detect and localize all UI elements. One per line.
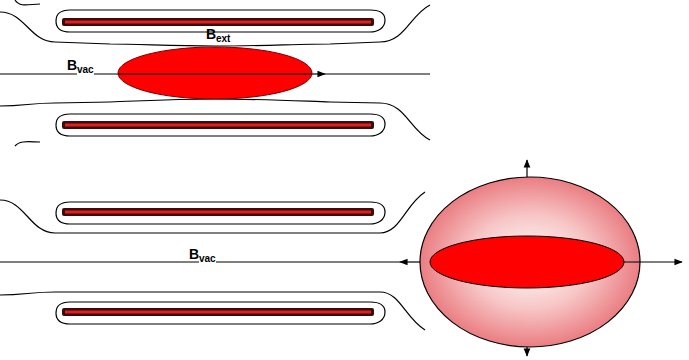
expansion-arrows bbox=[400, 160, 682, 356]
field-subscript: vac bbox=[77, 65, 94, 75]
field-symbol: B bbox=[67, 58, 77, 72]
plasma-ellipse bbox=[118, 47, 312, 99]
field-lines bbox=[0, 0, 430, 330]
field-subscript: ext bbox=[216, 34, 230, 44]
plasma-ellipse bbox=[430, 236, 624, 288]
field-symbol: B bbox=[189, 247, 199, 261]
expanded-plasma bbox=[420, 177, 640, 347]
field-subscript: vac bbox=[199, 254, 216, 264]
field-symbol: B bbox=[206, 27, 216, 41]
